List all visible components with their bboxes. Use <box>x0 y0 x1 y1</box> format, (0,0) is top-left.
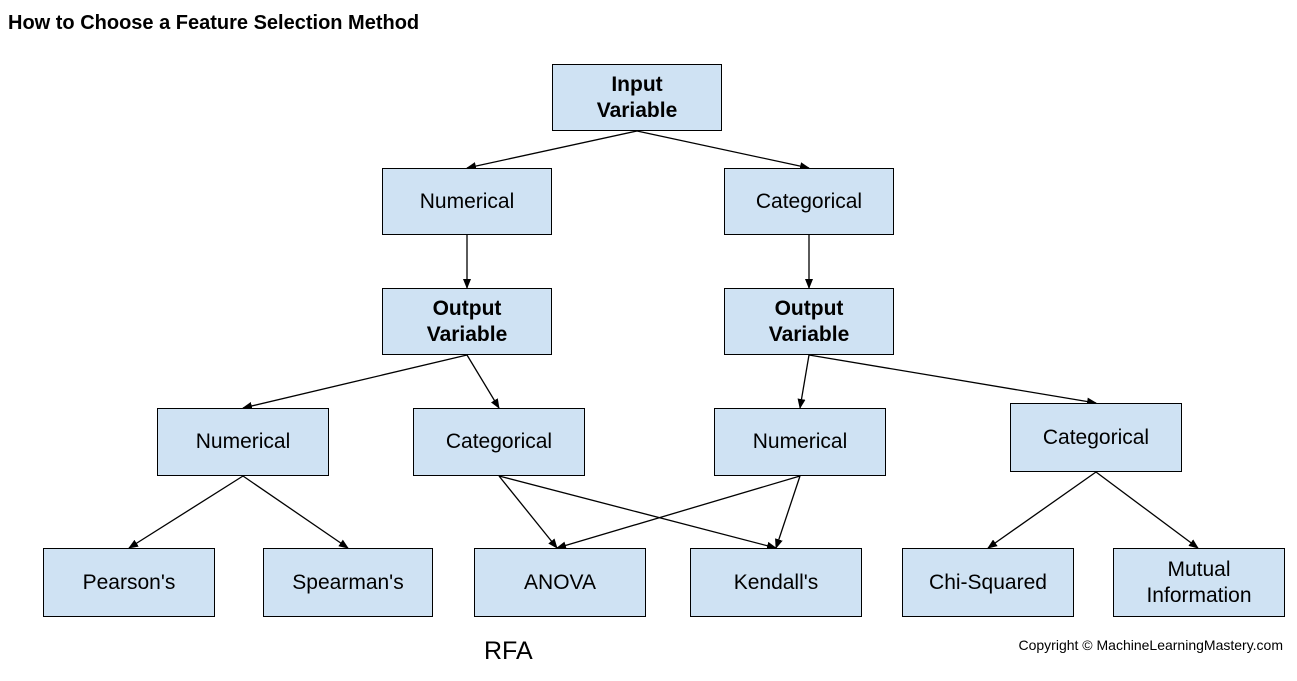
input-variable-label: Input Variable <box>596 72 678 122</box>
categorical-output-right-label: Categorical <box>1042 425 1150 449</box>
categorical-output-right-node: Categorical <box>1010 403 1182 472</box>
anova-node: ANOVA <box>474 548 646 617</box>
pearsons-node: Pearson's <box>43 548 215 617</box>
mutual-information-label: Mutual Information <box>1146 557 1252 607</box>
numerical-input-node: Numerical <box>382 168 552 235</box>
edge-categorical-to-mutual-information <box>1095 471 1199 549</box>
edge-output-left-to-categorical <box>466 354 500 409</box>
categorical-output-left-label: Categorical <box>445 430 553 453</box>
chi-squared-label: Chi-Squared <box>929 570 1047 594</box>
categorical-input-node: Categorical <box>724 168 894 235</box>
edge-categorical-to-anova <box>498 475 558 549</box>
edge-categorical-to-chi-squared <box>987 471 1097 549</box>
edge-numerical-to-spearmans <box>242 475 349 549</box>
spearmans-node: Spearman's <box>263 548 433 617</box>
numerical-output-right-node: Numerical <box>714 408 886 476</box>
numerical-output-left-node: Numerical <box>157 408 329 476</box>
kendalls-label: Kendall's <box>733 570 819 594</box>
edge-numerical-to-anova <box>556 475 801 550</box>
kendalls-node: Kendall's <box>690 548 862 617</box>
edge-input-to-numerical <box>466 130 638 170</box>
spearmans-label: Spearman's <box>292 570 404 594</box>
anova-label: ANOVA <box>524 570 596 594</box>
edge-input-to-categorical <box>636 130 810 171</box>
numerical-output-left-label: Numerical <box>195 430 291 453</box>
output-variable-left-label: Output Variable <box>426 296 508 346</box>
output-variable-right-label: Output Variable <box>768 296 850 346</box>
edge-output-right-to-categorical <box>808 354 1097 406</box>
categorical-output-left-node: Categorical <box>413 408 585 476</box>
edge-output-left-to-numerical <box>242 354 468 410</box>
input-variable-node: Input Variable <box>552 64 722 131</box>
edge-output-right-to-numerical <box>797 354 810 409</box>
pearsons-label: Pearson's <box>82 570 176 594</box>
chi-squared-node: Chi-Squared <box>902 548 1074 617</box>
numerical-input-label: Numerical <box>419 189 515 213</box>
output-variable-left-node: Output Variable <box>382 288 552 355</box>
categorical-input-label: Categorical <box>755 189 863 213</box>
stray-text: RFA <box>484 637 533 665</box>
diagram-title: How to Choose a Feature Selection Method <box>8 12 420 34</box>
numerical-output-right-label: Numerical <box>752 430 848 453</box>
edge-numerical-to-kendalls <box>775 475 801 549</box>
edge-numerical-to-pearsons <box>128 475 244 549</box>
copyright-notice: Copyright © MachineLearningMastery.com <box>1018 637 1283 653</box>
output-variable-right-node: Output Variable <box>724 288 894 355</box>
edge-categorical-to-kendalls <box>498 475 777 550</box>
mutual-information-node: Mutual Information <box>1113 548 1285 617</box>
